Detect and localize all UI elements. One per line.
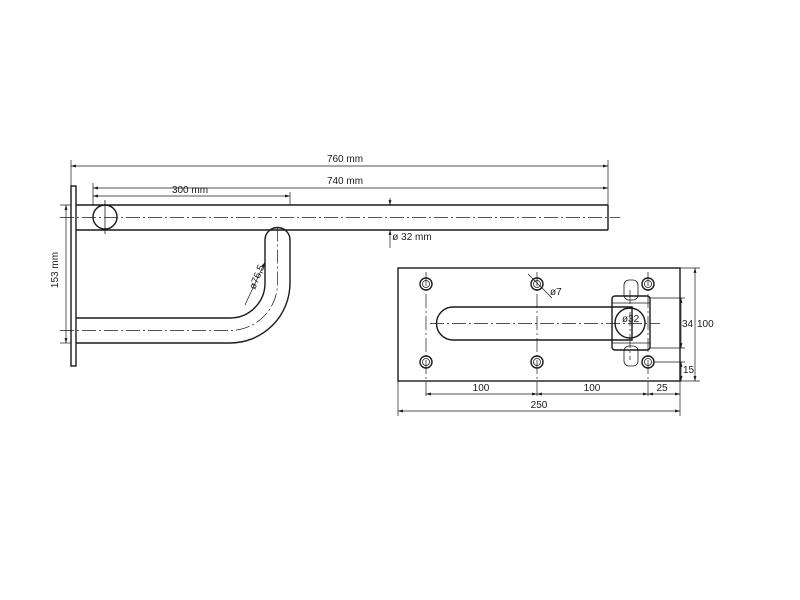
dim-hole-spacing-2-label: 100 [584, 383, 601, 394]
dim-height-label: 153 mm [50, 252, 61, 288]
dim-offset-line [93, 192, 291, 205]
dim-edge-y-label: 15 [683, 365, 695, 376]
dim-inner-height-label: 34 [682, 319, 694, 330]
lower-bent-tube [60, 226, 291, 344]
dim-radius-leader [244, 261, 266, 306]
dim-overall-label: 760 mm [327, 154, 363, 165]
mounting-holes [419, 272, 655, 396]
dim-tube-diameter-label: ø32 [622, 314, 640, 325]
tube-slot [435, 306, 633, 341]
dim-height-line [60, 204, 71, 344]
dim-hole-spacing-1-label: 100 [473, 383, 490, 394]
clamp-bracket [611, 279, 651, 367]
dim-plate-height-label: 100 [697, 319, 714, 330]
dim-edge-x-label: 25 [656, 383, 668, 394]
plate-view: ø7 ø32 100 100 25 250 34 100 15 [397, 267, 714, 416]
dim-overall-line [70, 160, 609, 205]
dim-hole-label: ø7 [550, 287, 562, 298]
dim-plate-height-line [650, 267, 700, 382]
dim-offset-label: 300 mm [172, 185, 208, 196]
side-view: 760 mm 740 mm 300 mm ø 32 mm ø76,5 153 m… [50, 154, 620, 367]
dim-plate-width-label: 250 [531, 400, 548, 411]
dim-hole-spacing-line [397, 381, 681, 416]
wall-plate [70, 185, 77, 367]
upper-tube [60, 204, 620, 231]
dim-diameter-label: ø 32 mm [392, 232, 431, 243]
dim-hole-leader [527, 273, 553, 299]
dim-tube-label: 740 mm [327, 176, 363, 187]
dim-tube-line [92, 183, 608, 205]
